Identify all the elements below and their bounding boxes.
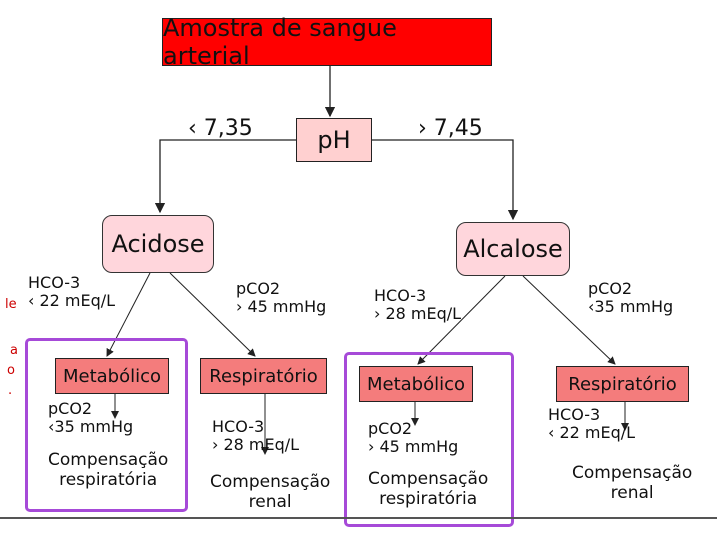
alcalose-respiratory-compensation: Compensação renal (572, 463, 693, 503)
acidose-metabolic-condition: HCO-3 ‹ 22 mEq/L (28, 273, 116, 311)
alcalose-respiratory-hco3: HCO-3 ‹ 22 mEq/L (548, 405, 636, 443)
alcalose-node: Alcalose (456, 222, 570, 276)
highlight-frame-alcalose-metabolic (344, 352, 514, 527)
alcalose-metabolic-pco2: pCO2 › 45 mmHg (368, 419, 459, 457)
ph-node: pH (296, 118, 372, 162)
acidose-respiratory-hco3: HCO-3 › 28 mEq/L (212, 417, 300, 455)
alcalose-metabolic-compensation: Compensação respiratória (368, 469, 489, 509)
acidose-metabolic-compensation: Compensação respiratória (48, 450, 169, 490)
cropped-text-4: . (8, 383, 13, 398)
acidose-respiratory-compensation: Compensação renal (210, 472, 331, 512)
cropped-text-1: le (5, 297, 17, 312)
highlight-frame-acidose-metabolic (25, 338, 188, 512)
high-threshold-label: › 7,45 (418, 116, 483, 141)
bottom-divider (0, 517, 717, 519)
acidose-node: Acidose (102, 215, 214, 273)
cropped-text-2: a (10, 343, 18, 358)
acidose-respiratory-condition: pCO2 › 45 mmHg (236, 279, 327, 317)
low-threshold-label: ‹ 7,35 (188, 116, 253, 141)
cropped-text-3: o (7, 363, 15, 378)
acidose-respiratory-node: Respiratório (200, 358, 327, 394)
alcalose-respiratory-condition: pCO2 ‹35 mmHg (588, 279, 674, 317)
alcalose-metabolic-node: Metabólico (359, 366, 473, 402)
alcalose-metabolic-condition: HCO-3 › 28 mEq/L (374, 286, 462, 324)
acidose-metabolic-pco2: pCO2 ‹35 mmHg (48, 399, 134, 437)
alcalose-respiratory-node: Respiratório (556, 366, 689, 402)
acidose-metabolic-node: Metabólico (55, 358, 169, 394)
root-node: Amostra de sangue arterial (162, 14, 492, 70)
